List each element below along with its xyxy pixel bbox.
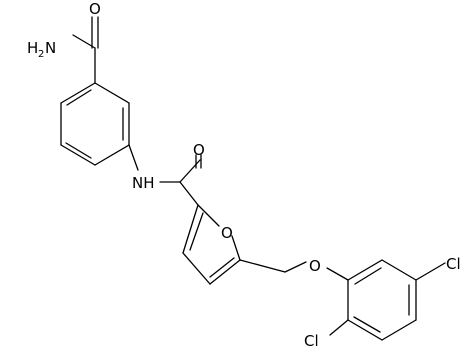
carbonyl-oxygen-middle: O: [193, 141, 205, 159]
furan-oxygen-label: O: [221, 224, 233, 242]
dichlorophenyl-ring: [329, 259, 446, 341]
methylene-ether: [239, 259, 349, 281]
amino-n-label: N: [45, 39, 56, 57]
amino-subscript-label: 2: [38, 49, 44, 60]
furan-ring: [182, 204, 241, 285]
primary-amide: [72, 16, 99, 84]
carbonyl-oxygen-top: O: [89, 0, 101, 18]
atom-labels: O H 2 N NH O O O Cl Cl: [27, 0, 461, 350]
chlorine-bottom-label: Cl: [304, 332, 319, 350]
amide-nh-label: NH: [132, 174, 155, 192]
amide-linker: [128, 144, 202, 206]
chlorine-right-label: Cl: [446, 255, 461, 273]
amino-h-label: H: [27, 39, 38, 57]
benzamide-ring: [60, 82, 130, 166]
ether-oxygen-label: O: [309, 257, 321, 275]
